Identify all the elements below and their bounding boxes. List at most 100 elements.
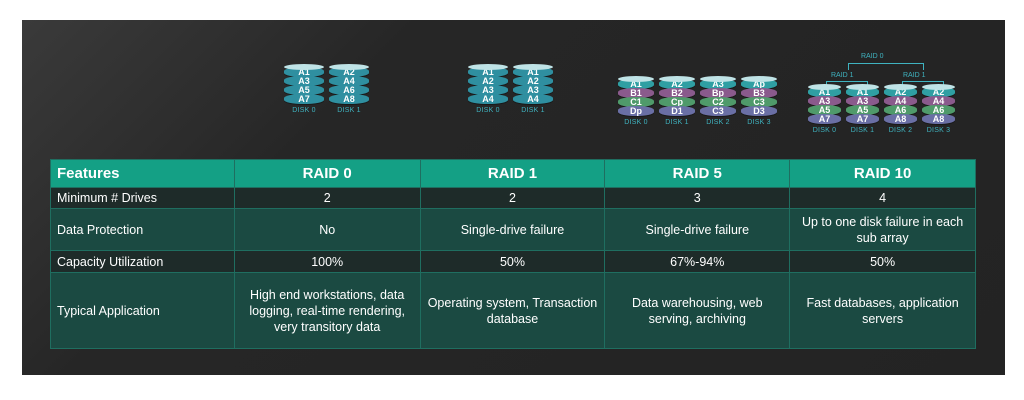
table-cell: 3 xyxy=(604,187,791,209)
raid0-diagram: A1 A3 A5 A7 DISK 0 A2 A4 A6 A8 DISK 1 xyxy=(284,64,374,114)
table-cell: High end workstations, data logging, rea… xyxy=(233,272,421,349)
platter-top xyxy=(513,64,553,70)
block: A2 xyxy=(513,76,553,86)
block: A4 xyxy=(884,96,917,106)
disk: A3 Bp C2 C3 DISK 2 xyxy=(700,76,736,126)
block: A8 xyxy=(922,114,955,124)
block: Dp xyxy=(618,106,654,116)
block: A8 xyxy=(884,114,917,124)
block: D1 xyxy=(659,106,695,116)
block: A4 xyxy=(329,76,369,86)
disk-label: DISK 1 xyxy=(337,107,361,114)
disk: A1 A2 A3 A4 DISK 1 xyxy=(513,64,553,114)
table-cell: 4 xyxy=(789,187,976,209)
block: A2 xyxy=(468,76,508,86)
block: A7 xyxy=(846,114,879,124)
platter-top xyxy=(284,64,324,70)
platter-top xyxy=(468,64,508,70)
block: A3 xyxy=(284,76,324,86)
block: C3 xyxy=(700,106,736,116)
table-header-row: Features RAID 0 RAID 1 RAID 5 RAID 10 xyxy=(50,159,976,188)
disk-label: DISK 1 xyxy=(850,127,875,134)
table-row: Data Protection No Single-drive failure … xyxy=(50,208,976,251)
block: A1 xyxy=(513,67,553,77)
disk-label: DISK 1 xyxy=(665,119,689,126)
block: A1 xyxy=(284,67,324,77)
platter-top xyxy=(884,84,917,90)
block: A5 xyxy=(808,105,841,115)
slide-panel: A1 A3 A5 A7 DISK 0 A2 A4 A6 A8 DISK 1 A1 xyxy=(22,20,1005,375)
table-cell: No xyxy=(233,208,421,251)
disk: A2 B2 Cp D1 DISK 1 xyxy=(659,76,695,126)
block: A6 xyxy=(922,105,955,115)
block: A1 xyxy=(618,79,654,89)
table-cell: Operating system, Transaction database xyxy=(419,272,606,349)
block: B1 xyxy=(618,88,654,98)
platter-top xyxy=(922,84,955,90)
block: A5 xyxy=(846,105,879,115)
block: A2 xyxy=(329,67,369,77)
block: C2 xyxy=(700,97,736,107)
platter-top xyxy=(659,76,695,82)
block: D3 xyxy=(741,106,777,116)
raid1-tag: RAID 1 xyxy=(831,72,854,79)
block: A1 xyxy=(808,87,841,97)
platter-top xyxy=(618,76,654,82)
block: Ap xyxy=(741,79,777,89)
disk-label: DISK 3 xyxy=(926,127,951,134)
raid1-tag: RAID 1 xyxy=(903,72,926,79)
block: A3 xyxy=(700,79,736,89)
disk-label: DISK 0 xyxy=(812,127,837,134)
block: A7 xyxy=(284,94,324,104)
disk: A1 A3 A5 A7 DISK 1 xyxy=(846,84,879,134)
row-label: Typical Application xyxy=(50,272,235,349)
table-cell: Data warehousing, web serving, archiving xyxy=(604,272,791,349)
block: C3 xyxy=(741,97,777,107)
column-header-raid0: RAID 0 xyxy=(233,159,421,188)
table-row: Typical Application High end workstation… xyxy=(50,272,976,349)
column-header-features: Features xyxy=(50,159,235,188)
row-label: Data Protection xyxy=(50,208,235,251)
table-cell: 50% xyxy=(419,250,606,273)
block: A2 xyxy=(659,79,695,89)
column-header-raid5: RAID 5 xyxy=(604,159,791,188)
table-cell: 67%-94% xyxy=(604,250,791,273)
table-cell: 50% xyxy=(789,250,976,273)
disk-label: DISK 0 xyxy=(624,119,648,126)
disk-label: DISK 0 xyxy=(292,107,316,114)
disk-label: DISK 3 xyxy=(747,119,771,126)
platter-top xyxy=(700,76,736,82)
block: A5 xyxy=(284,85,324,95)
table-cell: Fast databases, application servers xyxy=(789,272,976,349)
disk: A1 B1 C1 Dp DISK 0 xyxy=(618,76,654,126)
row-label: Capacity Utilization xyxy=(50,250,235,273)
disk-label: DISK 1 xyxy=(521,107,545,114)
block: A4 xyxy=(922,96,955,106)
table-cell: Single-drive failure xyxy=(419,208,606,251)
table-cell: Up to one disk failure in each sub array xyxy=(789,208,976,251)
disk-label: DISK 2 xyxy=(888,127,913,134)
block: Cp xyxy=(659,97,695,107)
block: A2 xyxy=(884,87,917,97)
table-row: Minimum # Drives 2 2 3 4 xyxy=(50,187,976,209)
disk: A1 A3 A5 A7 DISK 0 xyxy=(284,64,324,114)
disk: A2 A4 A6 A8 DISK 2 xyxy=(884,84,917,134)
block: C1 xyxy=(618,97,654,107)
raid10-disks: A1 A3 A5 A7 DISK 0 A1 A3 A5 A7 DISK 1 xyxy=(808,84,960,134)
table-cell: 100% xyxy=(233,250,421,273)
block: A7 xyxy=(808,114,841,124)
disk-label: DISK 2 xyxy=(706,119,730,126)
column-header-raid1: RAID 1 xyxy=(419,159,606,188)
platter-top xyxy=(741,76,777,82)
platter-top xyxy=(329,64,369,70)
block: A2 xyxy=(922,87,955,97)
raid-comparison-table: Features RAID 0 RAID 1 RAID 5 RAID 10 Mi… xyxy=(50,159,976,349)
disk: A2 A4 A6 A8 DISK 3 xyxy=(922,84,955,134)
block: A1 xyxy=(846,87,879,97)
block: B2 xyxy=(659,88,695,98)
block: A3 xyxy=(846,96,879,106)
raid0-bracket xyxy=(848,63,924,70)
raid5-diagram: A1 B1 C1 Dp DISK 0 A2 B2 Cp D1 DISK 1 A3… xyxy=(618,76,782,126)
block: A3 xyxy=(808,96,841,106)
block: A3 xyxy=(513,85,553,95)
